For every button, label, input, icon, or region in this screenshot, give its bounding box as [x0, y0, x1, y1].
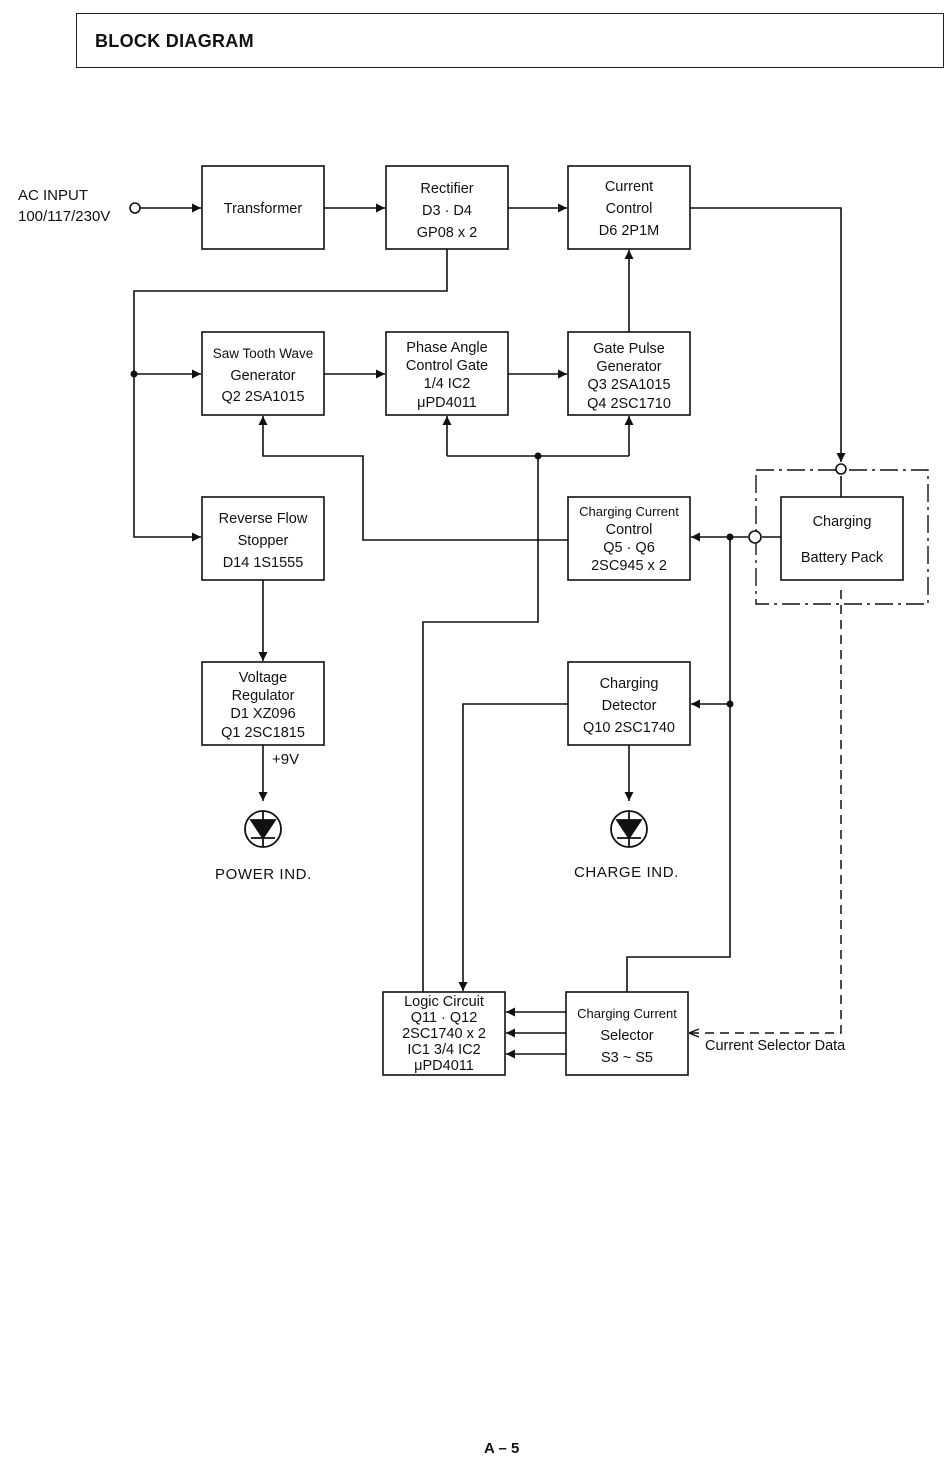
block-rectifier [385, 165, 509, 250]
label-voltage-regulator-1: Voltage [239, 670, 287, 686]
battery-terminal-top [835, 463, 847, 475]
label-reverse-flow-3: D14 1S1555 [223, 555, 304, 571]
label-charging-current-control-1: Charging Current [579, 504, 679, 519]
label-logic-circuit-4: IC1 3/4 IC2 [407, 1042, 480, 1058]
label-rectifier-1: Rectifier [420, 181, 473, 197]
label-rectifier-2: D3 · D4 [422, 203, 472, 219]
page-number: A – 5 [484, 1440, 520, 1457]
label-current-control-1: Current [605, 179, 653, 195]
block-charging-detector [567, 661, 691, 746]
block-saw-tooth [201, 331, 325, 416]
block-charging-current-control [567, 496, 691, 581]
label-current-control-3: D6 2P1M [599, 223, 659, 239]
junction-dot [726, 700, 734, 708]
current-selector-data-line [689, 590, 842, 1033]
label-selector-2: Selector [600, 1028, 653, 1044]
label-selector-1: Charging Current [577, 1006, 677, 1021]
page-title: BLOCK DIAGRAM [95, 31, 254, 51]
label-voltage-regulator-3: D1 XZ096 [230, 706, 295, 722]
plus-9v-label: +9V [272, 751, 299, 768]
label-logic-circuit-5: μPD4011 [414, 1058, 474, 1074]
label-transformer: Transformer [224, 201, 303, 217]
label-voltage-regulator-2: Regulator [232, 688, 295, 704]
label-charging-current-control-4: 2SC945 x 2 [591, 558, 667, 574]
block-logic-circuit [382, 991, 506, 1076]
block-phase-angle [385, 331, 509, 416]
label-gate-pulse-1: Gate Pulse [593, 341, 665, 357]
label-saw-tooth-2: Generator [230, 368, 295, 384]
label-logic-circuit-2: Q11 · Q12 [411, 1010, 478, 1026]
label-voltage-regulator-4: Q1 2SC1815 [221, 725, 305, 741]
label-reverse-flow-1: Reverse Flow [219, 511, 308, 527]
charge-led-icon [610, 810, 648, 848]
label-charging-current-control-3: Q5 · Q6 [603, 540, 655, 556]
label-current-control-2: Control [606, 201, 653, 217]
junction-dot [726, 533, 734, 541]
block-current-control [567, 165, 691, 250]
label-charging-detector-3: Q10 2SC1740 [583, 720, 675, 736]
label-saw-tooth-1: Saw Tooth Wave [213, 346, 314, 361]
power-ind-label: POWER IND. [215, 866, 312, 883]
ac-input-terminal [129, 202, 141, 214]
block-voltage-regulator [201, 661, 325, 746]
label-rectifier-3: GP08 x 2 [417, 225, 477, 241]
label-gate-pulse-3: Q3 2SA1015 [587, 377, 670, 393]
label-phase-angle-2: Control Gate [406, 358, 488, 374]
junction-dot [534, 452, 542, 460]
block-charging-current-selector [565, 991, 689, 1076]
label-gate-pulse-4: Q4 2SC1710 [587, 396, 671, 412]
block-transformer [201, 165, 325, 250]
battery-terminal-left [748, 530, 762, 544]
label-battery-pack-1: Charging [813, 514, 872, 530]
label-phase-angle-4: μPD4011 [417, 395, 477, 411]
power-led-icon [244, 810, 282, 848]
block-gate-pulse [567, 331, 691, 416]
label-reverse-flow-2: Stopper [238, 533, 289, 549]
page-header: BLOCK DIAGRAM [76, 13, 944, 68]
ac-input-label-1: AC INPUT [18, 187, 88, 204]
label-saw-tooth-3: Q2 2SA1015 [221, 389, 304, 405]
label-battery-pack-2: Battery Pack [801, 550, 884, 566]
block-charging-battery-pack [780, 496, 904, 581]
current-selector-data-label: Current Selector Data [705, 1038, 846, 1054]
label-charging-detector-2: Detector [602, 698, 657, 714]
ac-input-label-2: 100/117/230V [18, 208, 110, 225]
label-charging-current-control-2: Control [606, 522, 653, 538]
charge-ind-label: CHARGE IND. [574, 864, 679, 881]
block-reverse-flow [201, 496, 325, 581]
label-selector-3: S3 ~ S5 [601, 1050, 653, 1066]
label-logic-circuit-1: Logic Circuit [404, 994, 484, 1010]
junction-dot [130, 370, 138, 378]
label-logic-circuit-3: 2SC1740 x 2 [402, 1026, 486, 1042]
label-phase-angle-1: Phase Angle [406, 340, 487, 356]
label-charging-detector-1: Charging [600, 676, 659, 692]
label-phase-angle-3: 1/4 IC2 [424, 376, 471, 392]
label-gate-pulse-2: Generator [596, 359, 661, 375]
